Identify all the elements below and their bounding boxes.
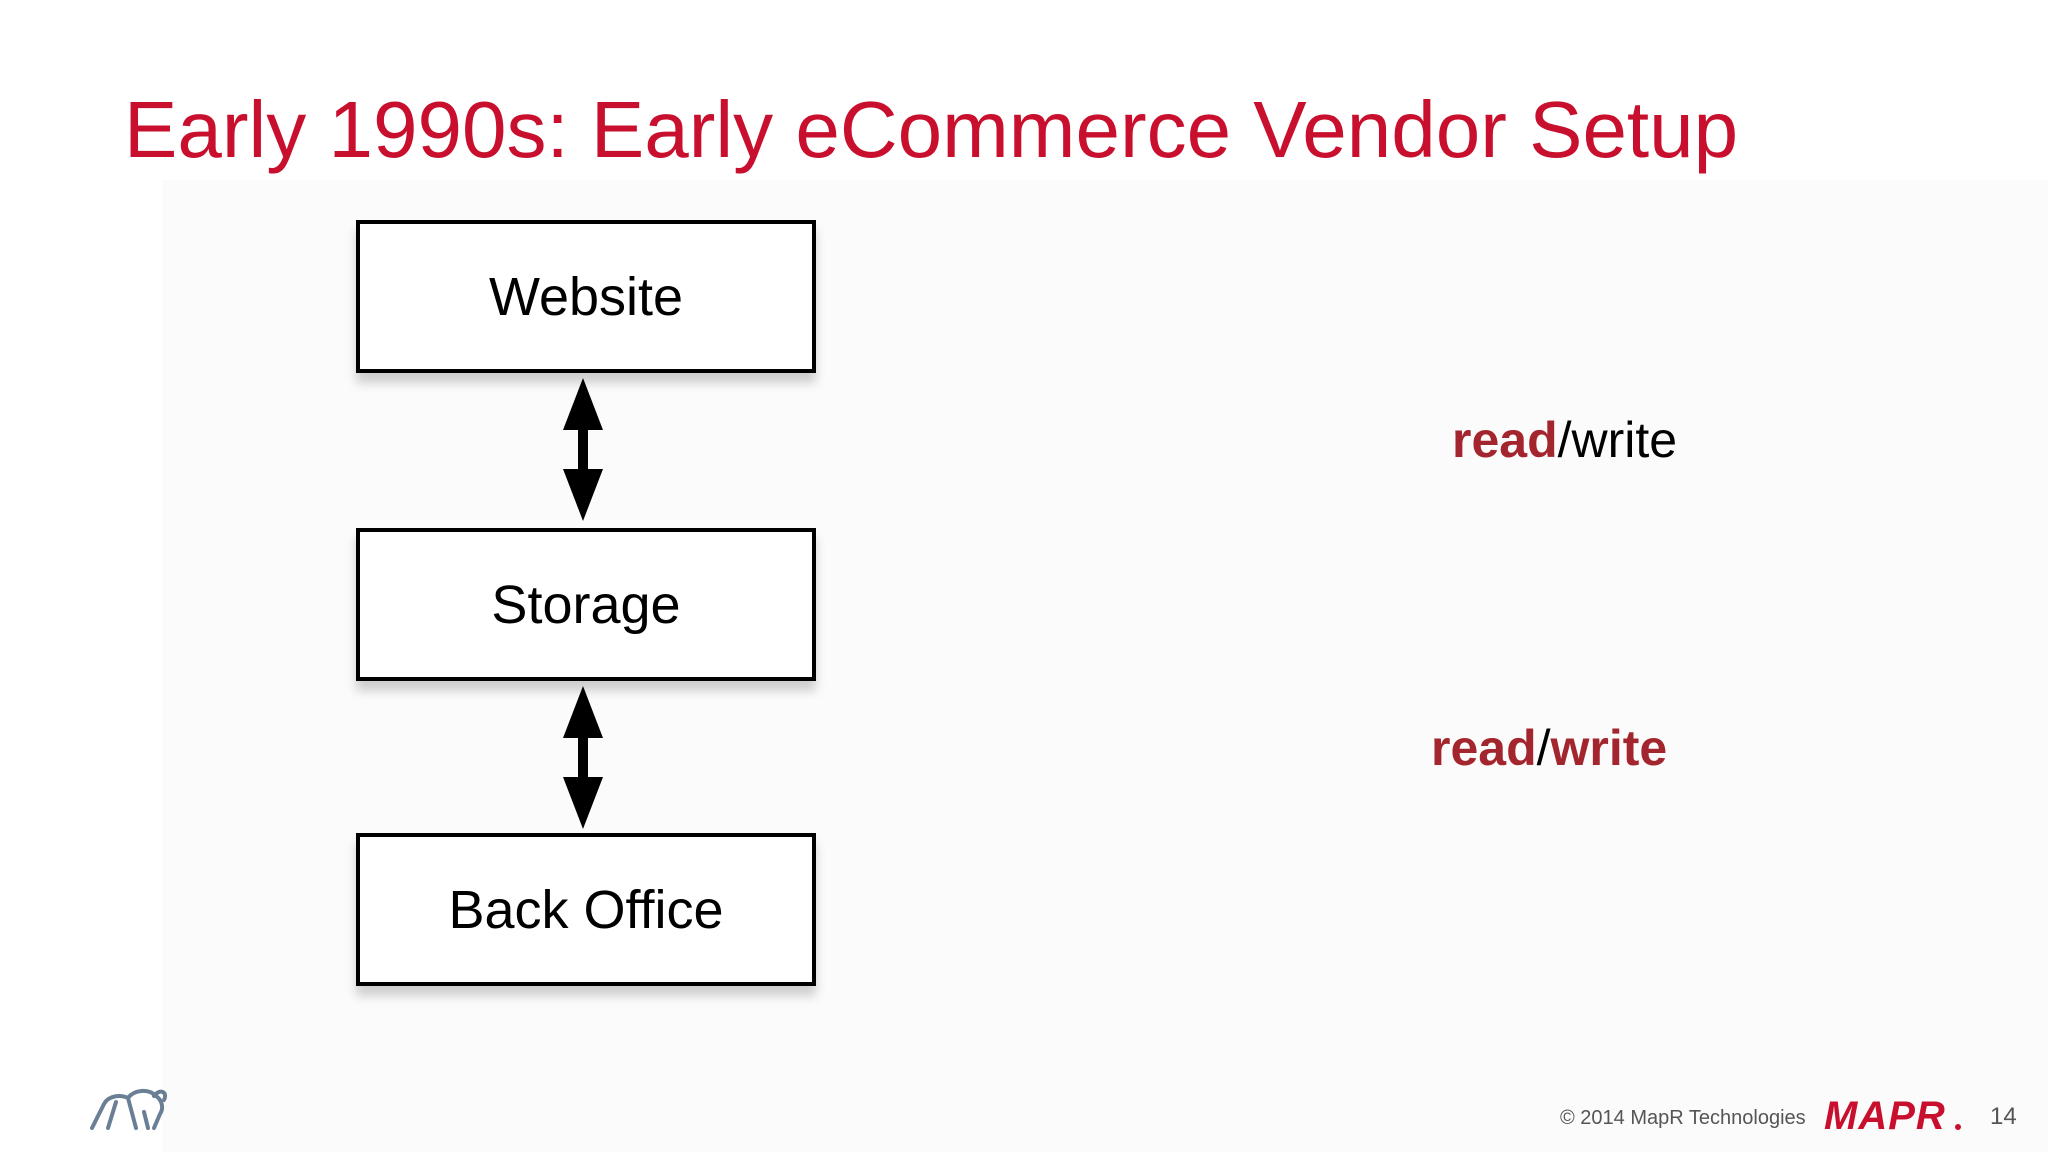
write-label: write <box>1571 412 1678 468</box>
storage-backoffice-annotation: read/write <box>1431 718 1667 778</box>
website-storage-annotation: read/write <box>1452 410 1677 470</box>
brand-registered-mark <box>1955 1124 1961 1130</box>
copyright-text: © 2014 MapR Technologies <box>1560 1107 1806 1129</box>
double-arrow-icon <box>563 378 603 521</box>
elephant-logo-icon <box>90 1089 167 1130</box>
write-label: write <box>1550 720 1668 776</box>
slide-title: Early 1990s: Early eCommerce Vendor Setu… <box>124 85 1739 174</box>
separator: / <box>1536 720 1551 776</box>
back-office-box: Back Office <box>356 833 816 986</box>
website-box: Website <box>356 220 816 373</box>
page-number: 14 <box>1990 1103 2017 1130</box>
read-label: read <box>1431 720 1537 776</box>
storage-box: Storage <box>356 528 816 681</box>
double-arrow-icon <box>563 686 603 829</box>
brand-logo: MAPR <box>1824 1094 1946 1138</box>
separator: / <box>1557 412 1572 468</box>
read-label: read <box>1452 412 1558 468</box>
